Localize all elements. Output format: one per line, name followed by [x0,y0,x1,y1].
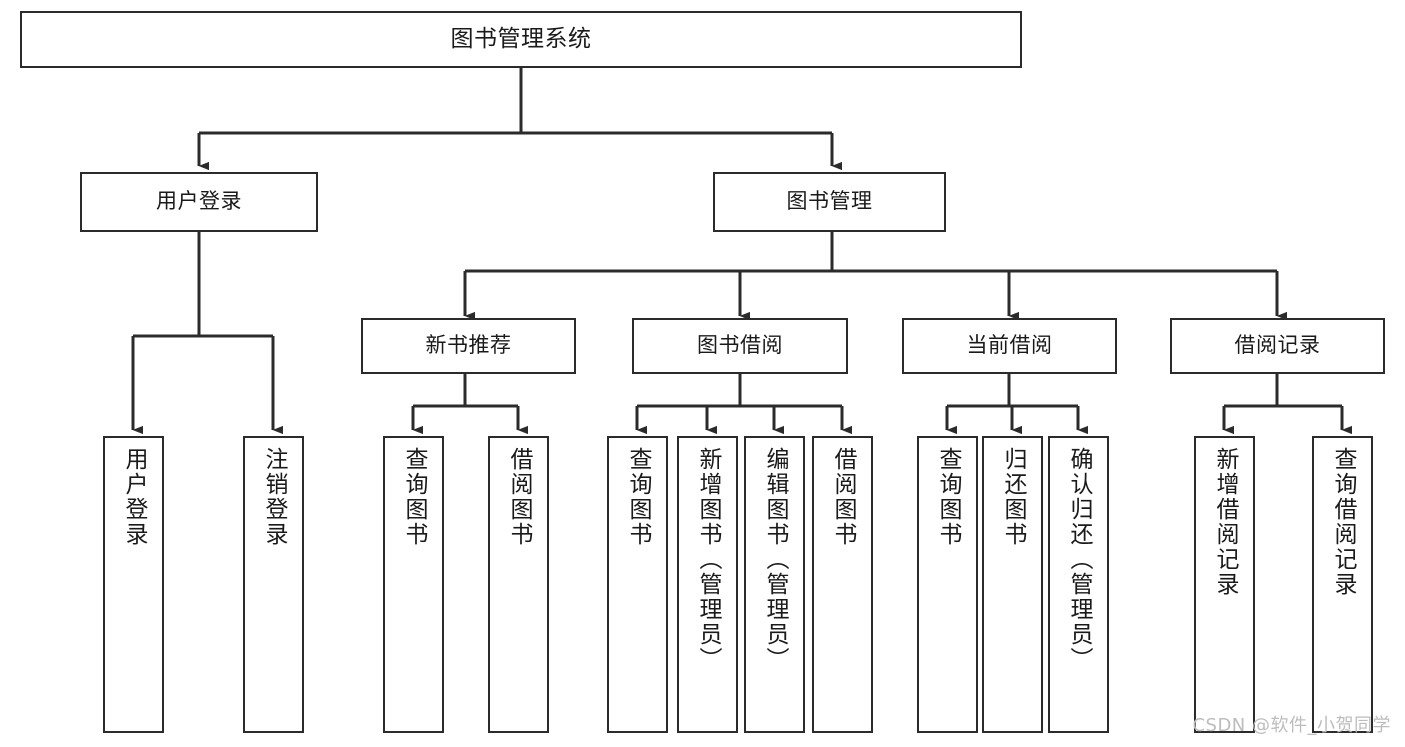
node-leaf-cb-confirm-return-label: 确认归还（管理员） [1066,447,1092,672]
node-leaf-cb-query-book[interactable]: 查询图书 [917,436,978,733]
csdn-watermark: CSDN @软件_小贺同学 [1192,715,1391,736]
node-leaf-logout-label: 注销登录 [261,447,287,547]
node-leaf-bb-edit-book[interactable]: 编辑图书（管理员） [744,436,805,733]
node-leaf-nb-borrow-book[interactable]: 借阅图书 [488,436,549,733]
node-book-manage[interactable]: 图书管理 [713,172,946,232]
node-user-login-label: 用户登录 [156,189,242,214]
node-leaf-br-query-record-label: 查询借阅记录 [1330,447,1356,597]
node-current-borrow-label: 当前借阅 [966,333,1053,358]
node-leaf-cb-query-book-label: 查询图书 [935,447,961,547]
node-root[interactable]: 图书管理系统 [20,11,1022,68]
node-user-login[interactable]: 用户登录 [80,172,318,232]
node-leaf-nb-borrow-book-label: 借阅图书 [506,447,532,547]
node-leaf-cb-return-book-label: 归还图书 [1000,447,1026,547]
node-leaf-bb-query-book[interactable]: 查询图书 [607,436,668,733]
node-book-borrow-label: 图书借阅 [697,333,783,358]
node-current-borrow[interactable]: 当前借阅 [902,318,1117,374]
node-leaf-bb-query-book-label: 查询图书 [625,447,651,547]
node-leaf-bb-borrow-book[interactable]: 借阅图书 [812,436,873,733]
node-leaf-bb-edit-book-label: 编辑图书（管理员） [762,447,788,672]
node-borrow-record[interactable]: 借阅记录 [1170,318,1385,374]
node-leaf-user-login[interactable]: 用户登录 [103,436,164,733]
node-leaf-nb-query-book-label: 查询图书 [401,447,427,547]
node-leaf-br-query-record[interactable]: 查询借阅记录 [1312,436,1373,733]
node-root-label: 图书管理系统 [450,25,592,52]
node-leaf-bb-borrow-book-label: 借阅图书 [830,447,856,547]
node-book-manage-label: 图书管理 [786,189,873,214]
node-leaf-cb-confirm-return[interactable]: 确认归还（管理员） [1048,436,1109,733]
node-new-book-recommend[interactable]: 新书推荐 [361,318,576,374]
node-leaf-logout[interactable]: 注销登录 [243,436,304,733]
node-leaf-br-add-record-label: 新增借阅记录 [1212,447,1238,597]
node-leaf-user-login-label: 用户登录 [121,447,147,547]
node-leaf-bb-add-book-label: 新增图书（管理员） [695,447,721,672]
node-borrow-record-label: 借阅记录 [1234,333,1321,358]
node-leaf-bb-add-book[interactable]: 新增图书（管理员） [677,436,738,733]
node-leaf-br-add-record[interactable]: 新增借阅记录 [1194,436,1255,733]
node-leaf-cb-return-book[interactable]: 归还图书 [982,436,1043,733]
node-leaf-nb-query-book[interactable]: 查询图书 [383,436,444,733]
node-new-book-recommend-label: 新书推荐 [425,333,512,358]
node-book-borrow[interactable]: 图书借阅 [632,318,848,374]
